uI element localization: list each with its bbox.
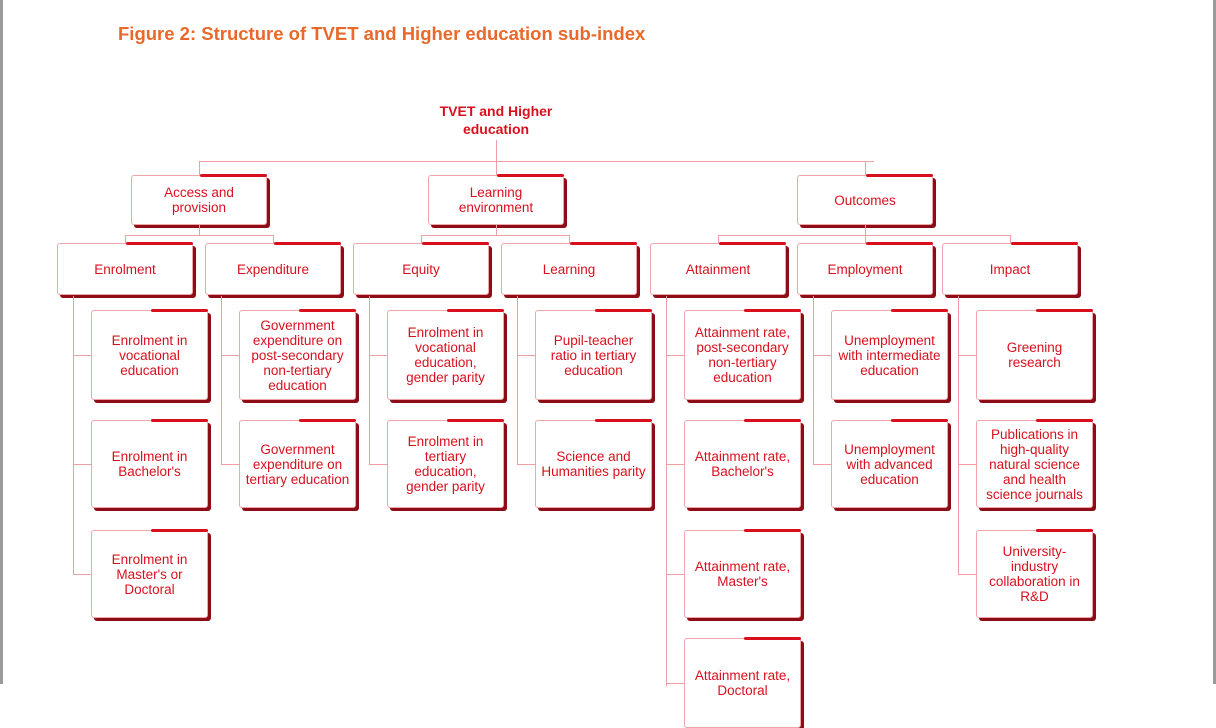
connector-line bbox=[221, 464, 239, 465]
indicator-node: Greening research bbox=[976, 309, 1093, 400]
connector-line bbox=[73, 355, 91, 356]
indicator-node: Government expenditure on post-secondary… bbox=[239, 309, 356, 400]
connector-line bbox=[865, 225, 866, 236]
group-node: Impact bbox=[942, 242, 1078, 295]
indicator-node: Attainment rate, Doctoral bbox=[684, 637, 801, 728]
connector-line bbox=[369, 464, 387, 465]
indicator-node: Enrolment in Bachelor's bbox=[91, 419, 208, 508]
connector-line bbox=[221, 296, 222, 464]
page-edge-left bbox=[0, 0, 3, 684]
connector-line bbox=[421, 235, 569, 236]
connector-line bbox=[199, 225, 200, 236]
group-node: Learning bbox=[501, 242, 637, 295]
connector-line bbox=[125, 235, 273, 236]
connector-line bbox=[125, 235, 126, 243]
indicator-node: Attainment rate, Bachelor's bbox=[684, 419, 801, 508]
indicator-node: Enrolment in Master's or Doctoral bbox=[91, 529, 208, 618]
connector-line bbox=[813, 355, 831, 356]
connector-line bbox=[1010, 235, 1011, 243]
root-node: TVET and Higher education bbox=[439, 103, 553, 137]
indicator-node: Enrolment in vocational education bbox=[91, 309, 208, 400]
connector-line bbox=[517, 464, 535, 465]
connector-line bbox=[958, 296, 959, 574]
connector-line bbox=[666, 574, 684, 575]
connector-line bbox=[666, 355, 684, 356]
connector-line bbox=[221, 355, 239, 356]
indicator-node: Enrolment in vocational education, gende… bbox=[387, 309, 504, 400]
connector-line bbox=[517, 296, 518, 464]
connector-line bbox=[517, 355, 535, 356]
connector-line bbox=[421, 235, 422, 243]
page-edge-right bbox=[1213, 0, 1216, 684]
connector-line bbox=[273, 235, 274, 243]
indicator-node: Government expenditure on tertiary educa… bbox=[239, 419, 356, 508]
indicator-node: Attainment rate, post-secondary non-tert… bbox=[684, 309, 801, 400]
connector-line bbox=[813, 464, 831, 465]
group-node: Attainment bbox=[650, 242, 786, 295]
group-node: Enrolment bbox=[57, 242, 193, 295]
connector-line bbox=[865, 161, 866, 175]
connector-line bbox=[369, 355, 387, 356]
indicator-node: Unemployment with advanced education bbox=[831, 419, 948, 508]
pillar-node: Outcomes bbox=[797, 174, 933, 225]
connector-line bbox=[496, 140, 497, 162]
indicator-node: Enrolment in tertiary education, gender … bbox=[387, 419, 504, 508]
connector-line bbox=[369, 296, 370, 464]
connector-line bbox=[199, 161, 874, 162]
indicator-node: Unemployment with intermediate education bbox=[831, 309, 948, 400]
connector-line bbox=[958, 464, 976, 465]
pillar-node: Access and provision bbox=[131, 174, 267, 225]
indicator-node: Attainment rate, Master's bbox=[684, 529, 801, 618]
pillar-node: Learning environment bbox=[428, 174, 564, 225]
connector-line bbox=[718, 235, 1010, 236]
group-node: Equity bbox=[353, 242, 489, 295]
figure-title: Figure 2: Structure of TVET and Higher e… bbox=[118, 23, 646, 44]
connector-line bbox=[718, 235, 719, 243]
connector-line bbox=[865, 235, 866, 243]
indicator-node: Science and Humanities parity bbox=[535, 419, 652, 508]
group-node: Expenditure bbox=[205, 242, 341, 295]
connector-line bbox=[569, 235, 570, 243]
connector-line bbox=[199, 161, 200, 175]
indicator-node: Pupil-teacher ratio in tertiary educatio… bbox=[535, 309, 652, 400]
group-node: Employment bbox=[797, 242, 933, 295]
connector-line bbox=[496, 225, 497, 236]
connector-line bbox=[73, 574, 91, 575]
connector-line bbox=[73, 464, 91, 465]
connector-line bbox=[958, 355, 976, 356]
connector-line bbox=[666, 464, 684, 465]
connector-line bbox=[666, 296, 667, 686]
connector-line bbox=[958, 574, 976, 575]
indicator-node: Publications in high-quality natural sci… bbox=[976, 419, 1093, 508]
connector-line bbox=[496, 161, 497, 175]
connector-line bbox=[813, 296, 814, 464]
connector-line bbox=[73, 296, 74, 574]
indicator-node: University-industry collaboration in R&D bbox=[976, 529, 1093, 618]
